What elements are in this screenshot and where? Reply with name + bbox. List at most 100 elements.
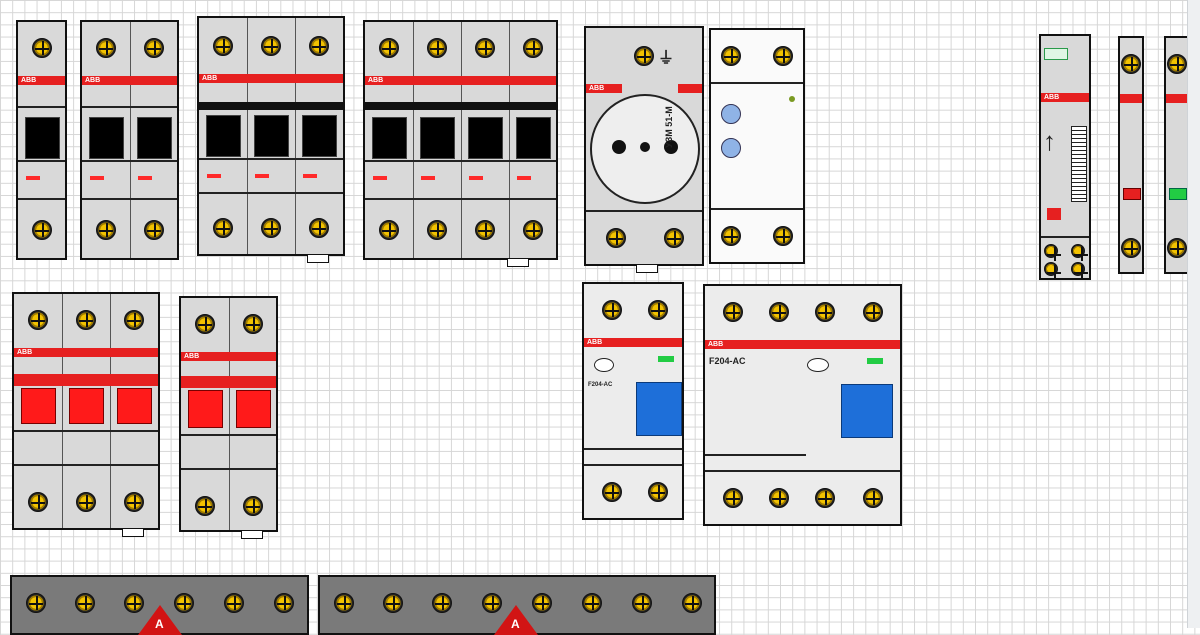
terminal-screw-icon (1044, 262, 1061, 279)
status-indicator (303, 174, 317, 178)
toggle-lever[interactable] (516, 117, 551, 159)
terminal-busbar[interactable]: A (318, 575, 716, 635)
abb-logo: ABB (85, 77, 101, 84)
terminal-screw-icon (432, 593, 452, 613)
terminal-screw-icon (863, 302, 883, 322)
terminal-screw-icon (32, 38, 52, 58)
terminal-screw-icon (124, 310, 144, 330)
terminal-screw-icon (309, 36, 329, 56)
terminal-screw-icon (475, 38, 495, 58)
terminal-screw-icon (723, 488, 743, 508)
terminal-screw-icon (383, 593, 403, 613)
terminal-screw-icon (1071, 244, 1088, 261)
canvas-edge (1187, 0, 1200, 628)
toggle-lever[interactable] (372, 117, 407, 159)
status-indicator (373, 176, 387, 180)
terminal-busbar[interactable]: A (10, 575, 309, 635)
terminal-screw-icon (634, 46, 654, 66)
toggle-lever[interactable] (236, 390, 271, 428)
status-indicator (207, 174, 221, 178)
terminal-screw-icon (96, 220, 116, 240)
din-clip (307, 254, 329, 263)
terminal-screw-icon (144, 220, 164, 240)
toggle-lever[interactable] (21, 388, 56, 424)
terminal-screw-icon (213, 218, 233, 238)
terminal-screw-icon (523, 38, 543, 58)
terminal-screw-icon (26, 593, 46, 613)
terminal-screw-icon (124, 492, 144, 512)
terminal-screw-icon (75, 593, 95, 613)
narrow-module-red[interactable] (1118, 36, 1144, 274)
test-button-icon[interactable] (807, 358, 829, 372)
terminal-screw-icon (1071, 262, 1088, 279)
switch-disconnector-2p[interactable]: ABB (179, 296, 278, 539)
meter-module[interactable]: ABB ↑ (1039, 34, 1091, 280)
terminal-screw-icon (769, 302, 789, 322)
toggle-lever[interactable] (468, 117, 503, 159)
status-indicator (469, 176, 483, 180)
mcb-1p[interactable]: ABB (16, 20, 67, 260)
adjust-knob[interactable] (721, 138, 741, 158)
din-clip (241, 530, 263, 539)
toggle-lever[interactable] (254, 115, 289, 157)
adjust-knob[interactable] (721, 104, 741, 124)
terminal-screw-icon (334, 593, 354, 613)
terminal-screw-icon (602, 482, 622, 502)
toggle-lever[interactable] (137, 117, 172, 159)
din-clip (507, 258, 529, 267)
terminal-screw-icon (769, 488, 789, 508)
toggle-lever[interactable] (117, 388, 152, 424)
test-button-icon[interactable] (594, 358, 614, 372)
terminal-screw-icon (1167, 54, 1187, 74)
toggle-lever[interactable] (69, 388, 104, 424)
abb-logo: ABB (21, 77, 37, 84)
terminal-screw-icon (243, 496, 263, 516)
toggle-lever[interactable] (25, 117, 60, 159)
din-socket[interactable]: ⏚ ABB УЗМ 51-М (584, 26, 704, 273)
terminal-screw-icon (815, 488, 835, 508)
rcd-label: F204-AC (588, 382, 613, 388)
terminal-screw-icon (427, 220, 447, 240)
toggle-lever[interactable] (420, 117, 455, 159)
terminal-screw-icon (773, 226, 793, 246)
terminal-screw-icon (1121, 238, 1141, 258)
terminal-screw-icon (309, 218, 329, 238)
abb-logo: ABB (587, 339, 603, 346)
terminal-screw-icon (224, 593, 244, 613)
terminal-screw-icon (863, 488, 883, 508)
din-clip (122, 528, 144, 537)
toggle-lever[interactable] (302, 115, 337, 157)
bar-marker-label: A (155, 617, 164, 631)
toggle-lever[interactable] (188, 390, 223, 428)
status-indicator (658, 356, 674, 362)
terminal-screw-icon (261, 36, 281, 56)
status-indicator (90, 176, 104, 180)
rcd-2p[interactable]: ABB F204-AC (582, 282, 684, 520)
terminal-screw-icon (243, 314, 263, 334)
terminal-screw-icon (261, 218, 281, 238)
terminal-screw-icon (648, 300, 668, 320)
abb-logo: ABB (17, 349, 33, 356)
switch-disconnector-3p[interactable]: ABB (12, 292, 160, 537)
toggle-lever[interactable] (841, 384, 893, 438)
rcd-4p[interactable]: ABB F204-AC (703, 284, 902, 526)
status-indicator (867, 358, 883, 364)
terminal-screw-icon (1044, 244, 1061, 261)
status-indicator (421, 176, 435, 180)
terminal-screw-icon (32, 220, 52, 240)
mcb-2p[interactable]: ABB (80, 20, 179, 260)
terminal-screw-icon (379, 220, 399, 240)
terminal-screw-icon (721, 46, 741, 66)
terminal-screw-icon (379, 38, 399, 58)
mcb-4p[interactable]: ABB (363, 20, 558, 267)
toggle-lever[interactable] (89, 117, 124, 159)
toggle-lever[interactable] (636, 382, 682, 436)
arrow-up-icon: ↑ (1043, 126, 1056, 156)
terminal-screw-icon (648, 482, 668, 502)
toggle-lever[interactable] (206, 115, 241, 157)
terminal-screw-icon (632, 593, 652, 613)
terminal-screw-icon (28, 492, 48, 512)
relay-module[interactable] (709, 28, 805, 264)
mcb-3p[interactable]: ABB (197, 16, 345, 263)
abb-logo: ABB (184, 353, 200, 360)
